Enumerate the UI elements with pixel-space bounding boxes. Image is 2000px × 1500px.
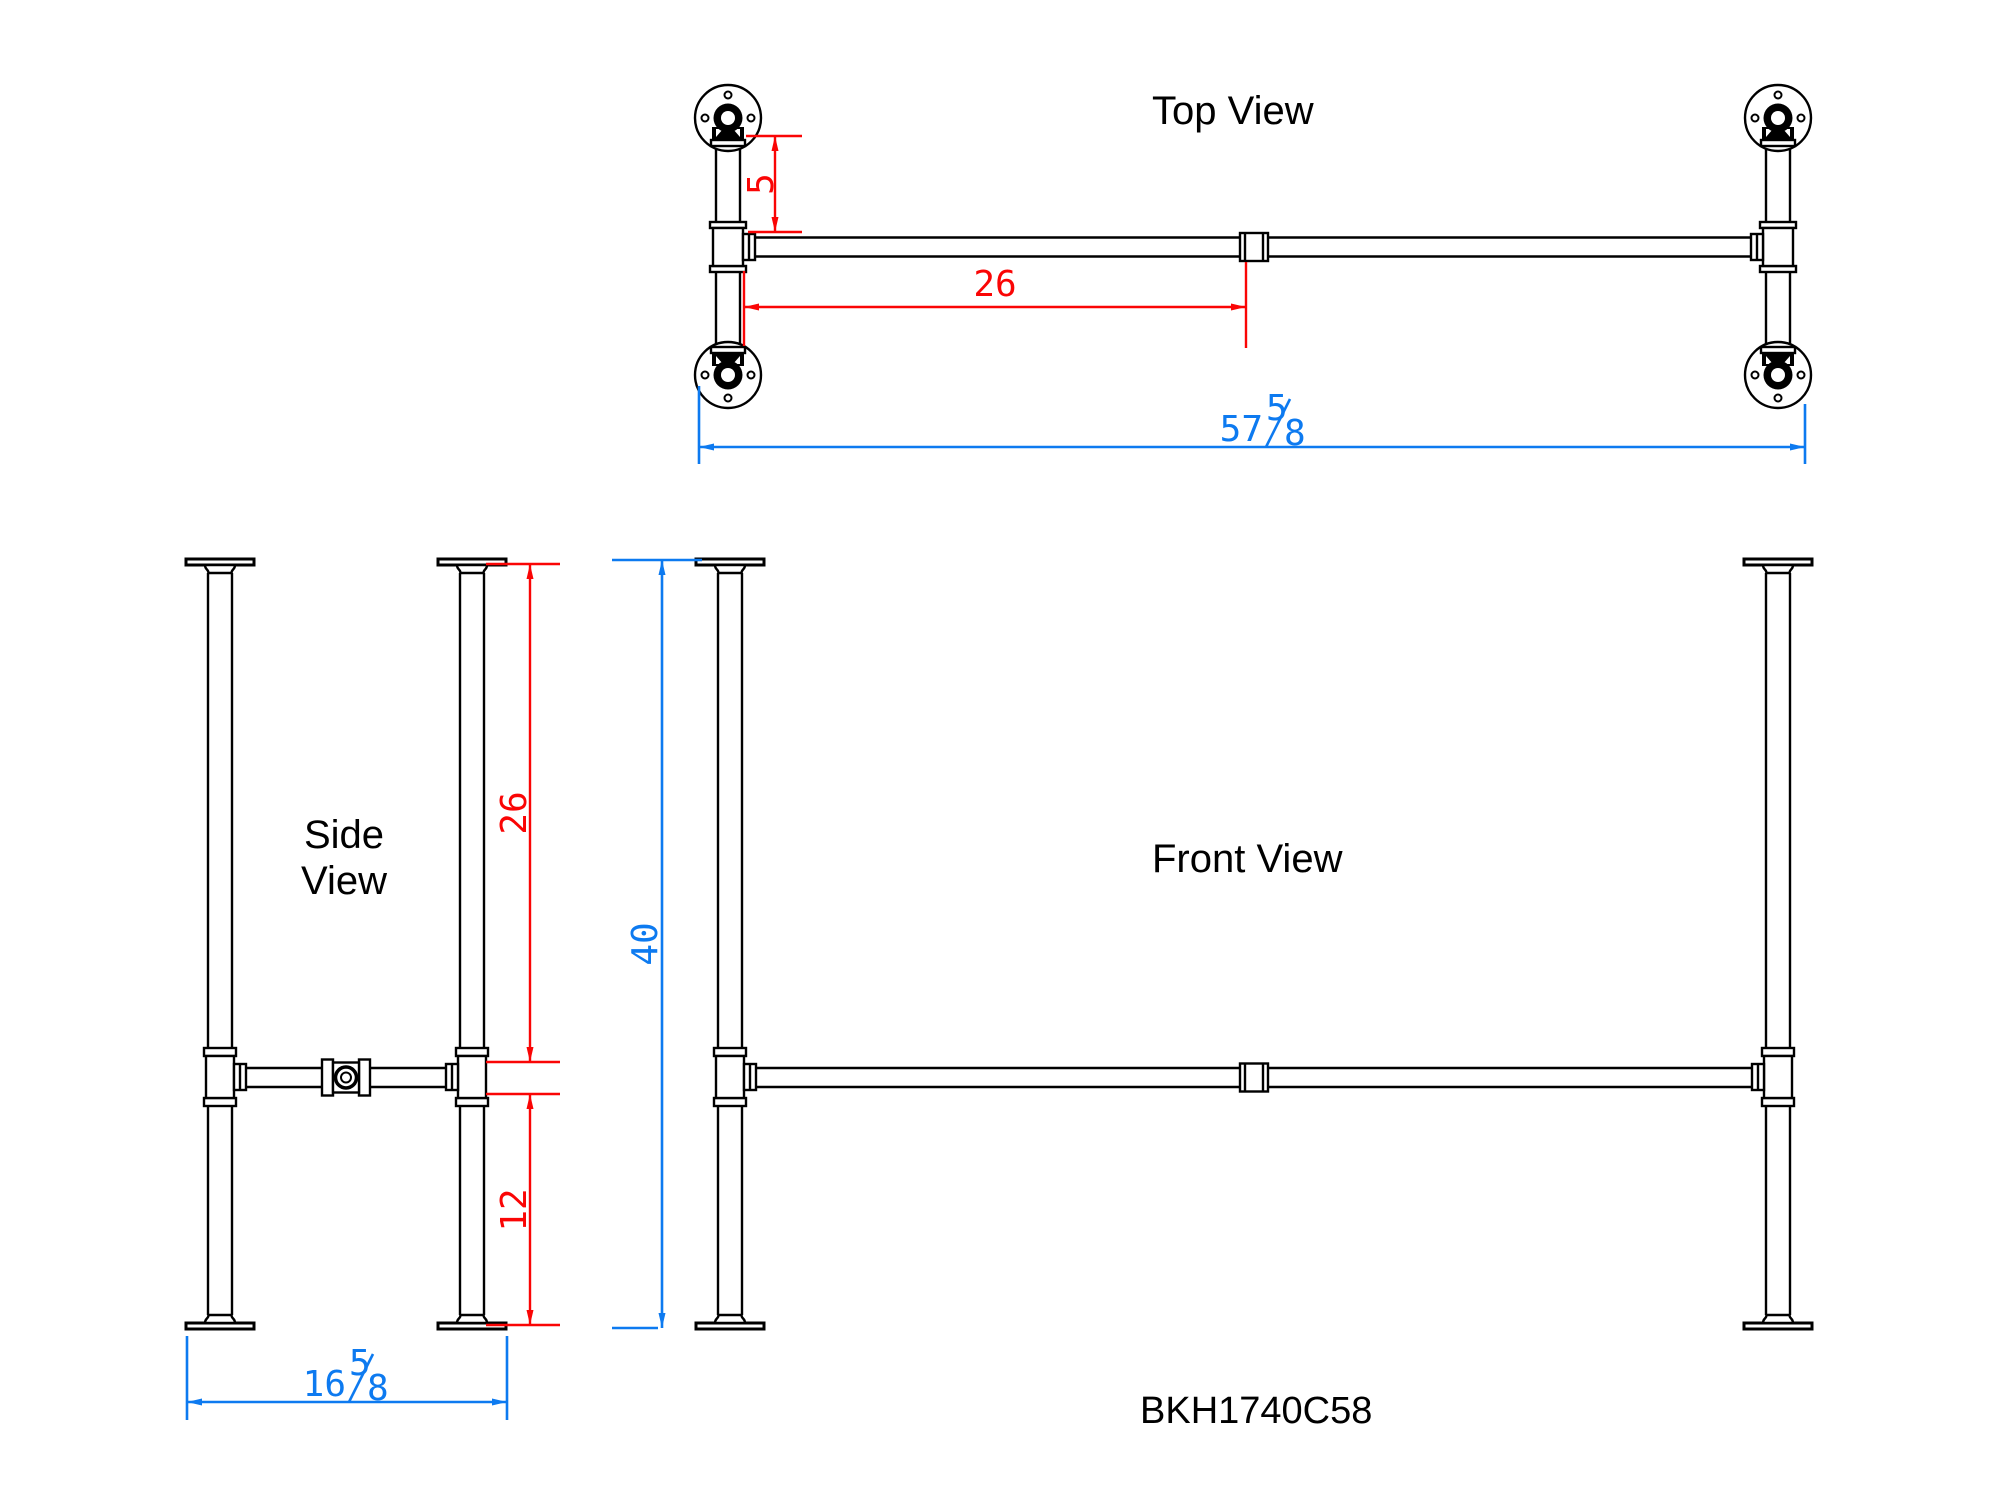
tee-fitting-symbol [712, 1046, 758, 1108]
front-view: Front View [612, 557, 1814, 1331]
dim-side-lower-height-value: 12 [494, 1188, 535, 1231]
dim-overall-depth-denominator: 8 [367, 1368, 389, 1409]
fraction-slash [347, 1353, 375, 1403]
dim-overall-depth: 16 5 8 [185, 1336, 509, 1420]
top-flange-symbol [1742, 557, 1814, 575]
foot-flange-symbol [1742, 1313, 1814, 1331]
dim-overall-length-whole: 57 [1220, 409, 1263, 450]
dim-overall-height-value: 40 [625, 922, 666, 965]
dim-side-upper-height: 26 [486, 562, 560, 1064]
fraction-slash [1264, 398, 1292, 448]
foot-flange-symbol [694, 1313, 766, 1331]
dim-overall-depth-whole: 16 [303, 1364, 346, 1405]
side-view-title-line2: View [301, 859, 387, 903]
dim-overall-height: 40 [612, 558, 702, 1330]
floor-flange-symbol [693, 340, 763, 410]
tee-fitting-symbol [202, 1046, 248, 1108]
foot-flange-symbol [184, 1313, 256, 1331]
front-view-title: Front View [1152, 837, 1343, 881]
dim-overall-depth-numerator: 5 [349, 1343, 371, 1384]
dim-overall-length: 57 5 8 [697, 386, 1807, 464]
top-flange-symbol [694, 557, 766, 575]
rail-tee-end-symbol [320, 1057, 372, 1098]
dim-overall-length-numerator: 5 [1266, 388, 1288, 429]
top-flange-symbol [436, 557, 508, 575]
dim-rail-half-span-value: 26 [973, 264, 1016, 305]
top-flange-symbol [184, 557, 256, 575]
dim-rail-half-span: 26 [742, 262, 1248, 348]
dim-side-lower-height: 12 [486, 1092, 560, 1327]
side-view-title-line1: Side [304, 813, 384, 857]
floor-flange-symbol [693, 83, 763, 153]
coupling-symbol [1238, 231, 1270, 263]
foot-flange-symbol [436, 1313, 508, 1331]
coupling-symbol [1238, 1062, 1270, 1093]
top-view-title: Top View [1152, 89, 1314, 133]
part-number: BKH1740C58 [1140, 1390, 1372, 1432]
dim-overall-length-denominator: 8 [1284, 413, 1306, 454]
dim-flange-offset: 5 [741, 134, 802, 234]
floor-flange-symbol [1743, 340, 1813, 410]
top-view-linework [693, 83, 1813, 410]
side-view: Side View [184, 557, 560, 1420]
tee-fitting-symbol [708, 220, 757, 274]
tee-fitting-symbol [444, 1046, 490, 1108]
dim-side-upper-height-value: 26 [494, 791, 535, 834]
tee-fitting-symbol [1749, 220, 1798, 274]
floor-flange-symbol [1743, 83, 1813, 153]
dim-flange-offset-value: 5 [741, 173, 782, 195]
top-view: Top View [693, 83, 1813, 464]
side-view-linework [184, 557, 508, 1331]
front-view-linework [694, 557, 1814, 1331]
tee-fitting-symbol [1750, 1046, 1796, 1108]
